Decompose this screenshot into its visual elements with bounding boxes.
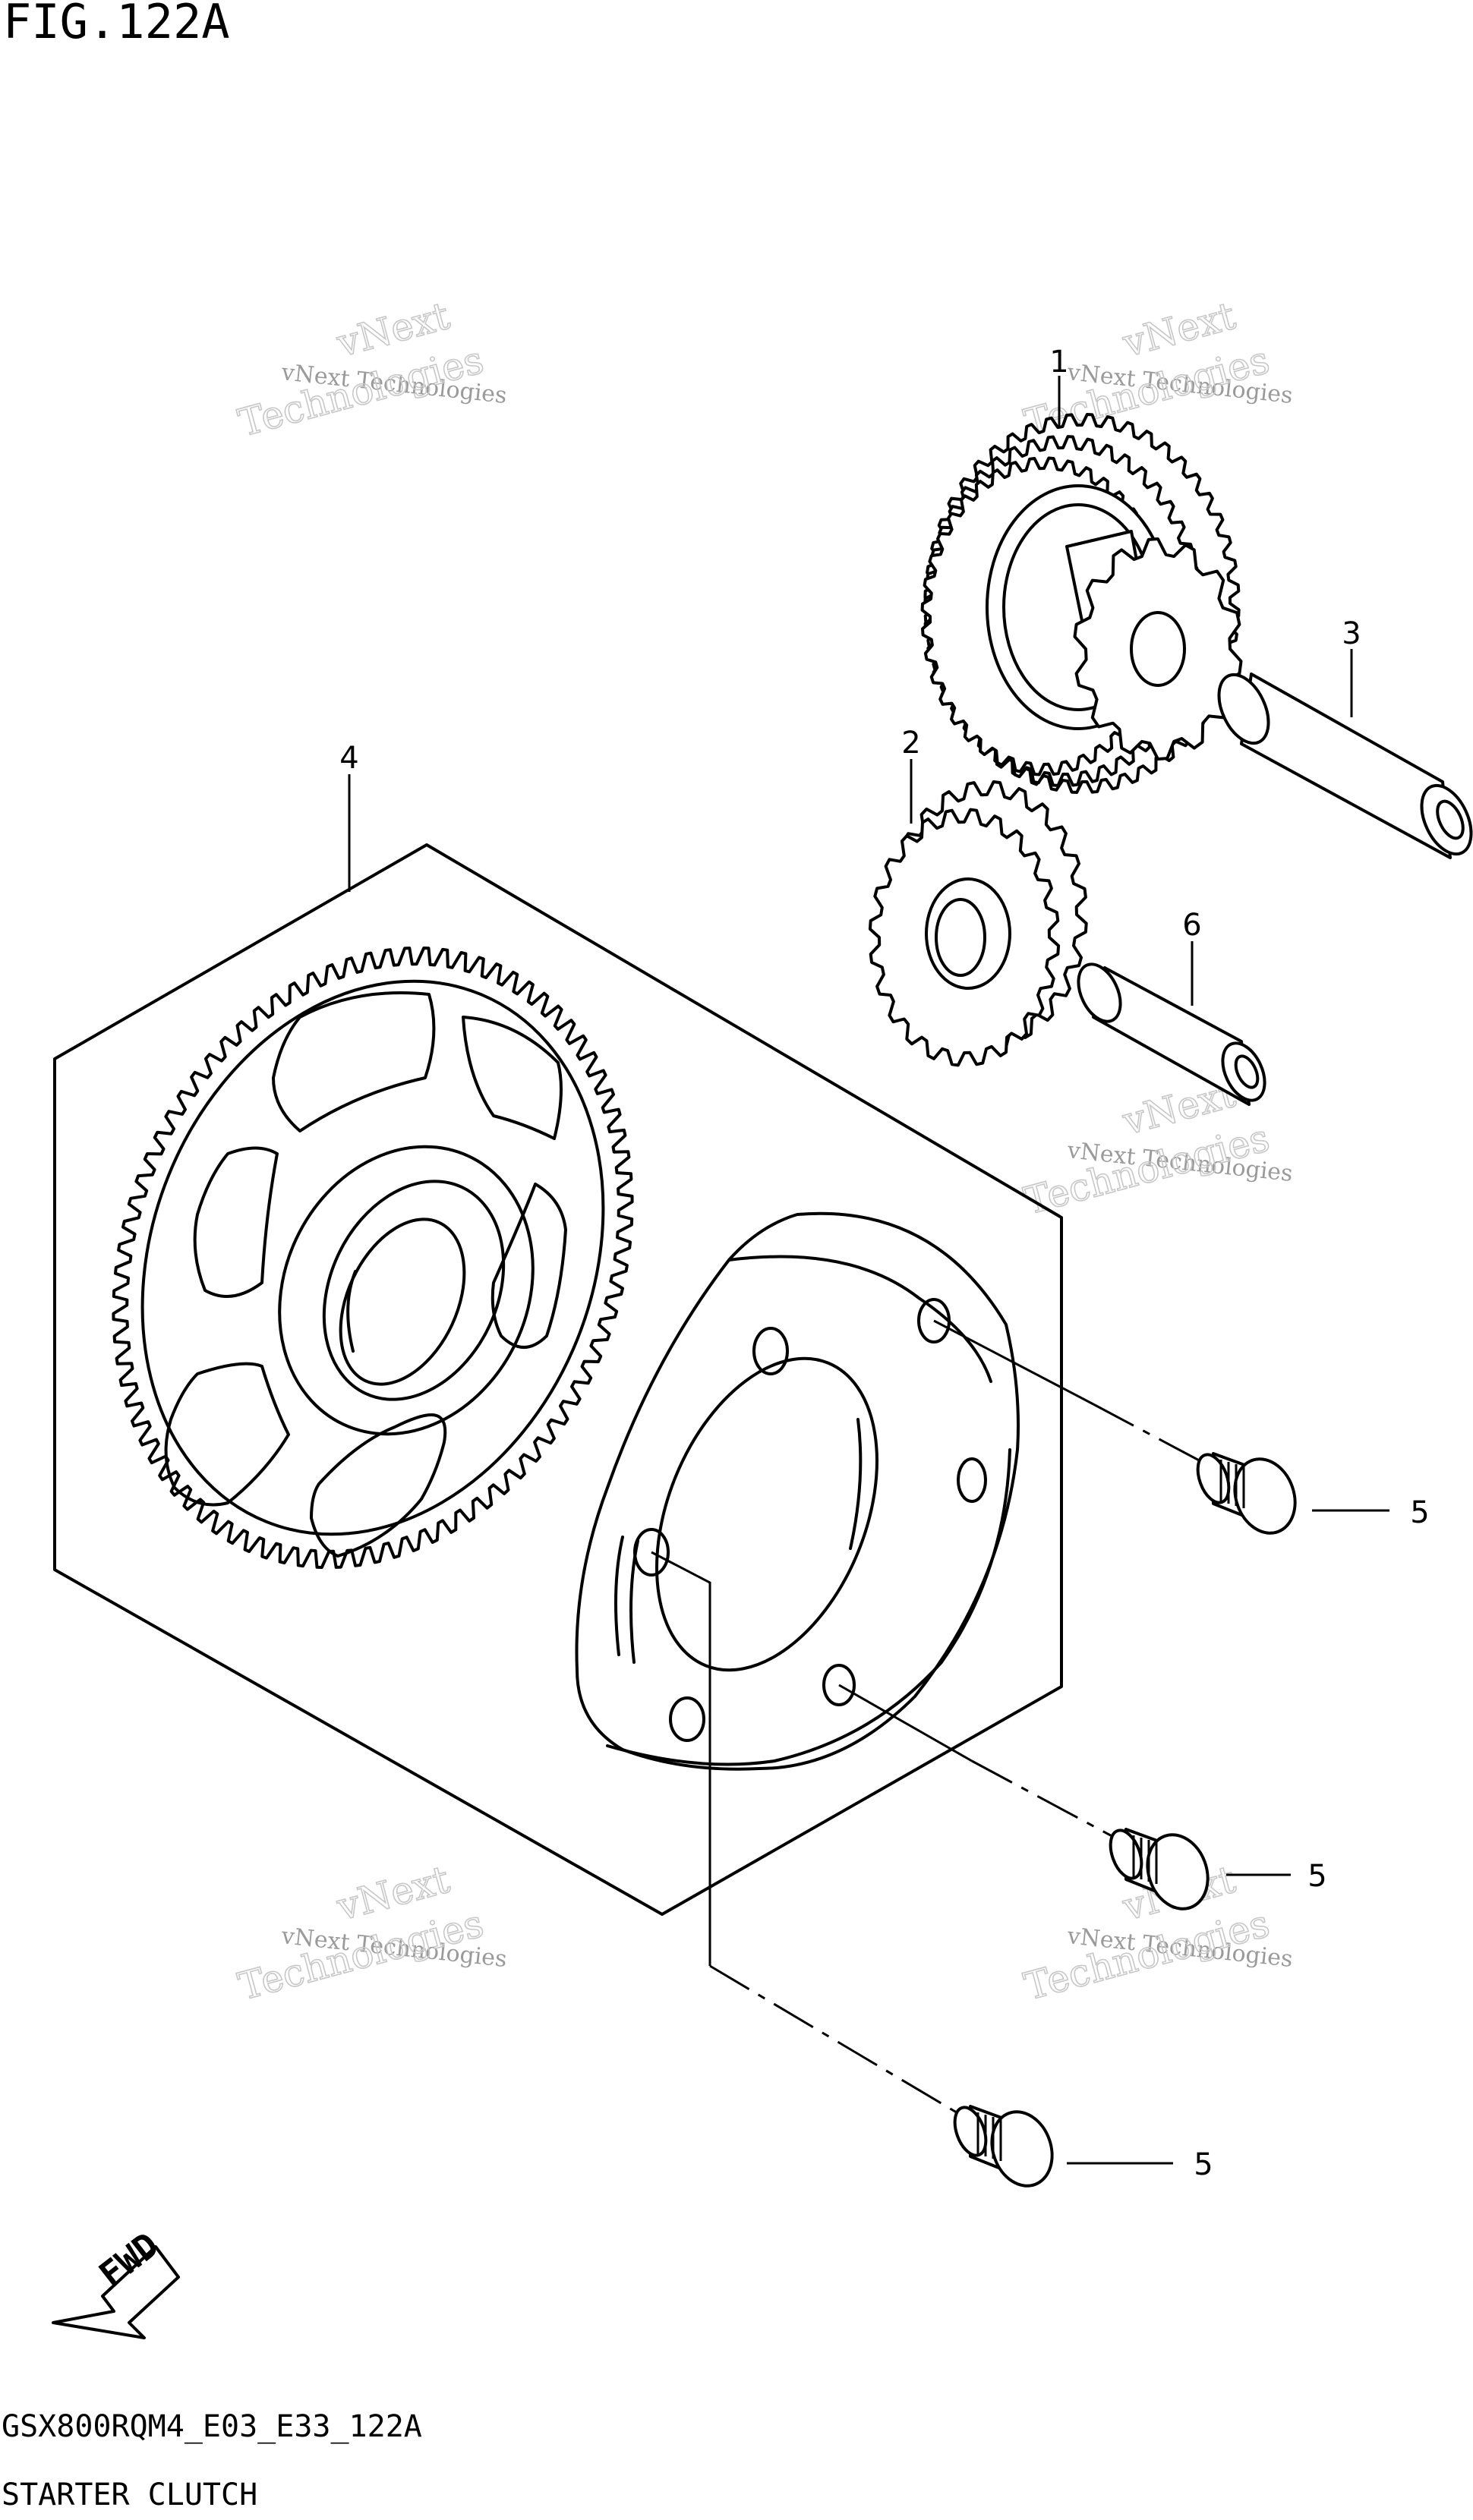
callout-4: 3 (1342, 616, 1361, 651)
leader-lines (348, 376, 1389, 2165)
diagram-code: GSX800RQM4_E03_E33_122A (2, 2409, 422, 2444)
starter-clutch-housing (575, 1211, 1020, 1771)
bolt (953, 2105, 1054, 2188)
starter-driven-gear (112, 947, 634, 1569)
bolt (1109, 1828, 1210, 1910)
callout-6: 6 (1182, 908, 1201, 943)
callout-2: 2 (901, 726, 920, 761)
fwd-arrow-icon: FWD (52, 2224, 180, 2339)
shaft-6 (1077, 962, 1266, 1106)
bolt (1196, 1452, 1297, 1535)
callout-1: 1 (1049, 345, 1068, 380)
shaft-4 (1217, 673, 1473, 859)
idle-gear-1 (920, 413, 1243, 794)
callout-5-c: 5 (1194, 2147, 1213, 2182)
figure-title: FIG.122A (3, 0, 230, 49)
idle-gear-2 (868, 780, 1088, 1067)
assembly-outline (53, 843, 1063, 1916)
section-title: STARTER CLUTCH (2, 2477, 257, 2512)
callout-3: 4 (339, 741, 358, 776)
callout-5-b: 5 (1307, 1859, 1326, 1894)
callout-5-a: 5 (1410, 1495, 1429, 1530)
